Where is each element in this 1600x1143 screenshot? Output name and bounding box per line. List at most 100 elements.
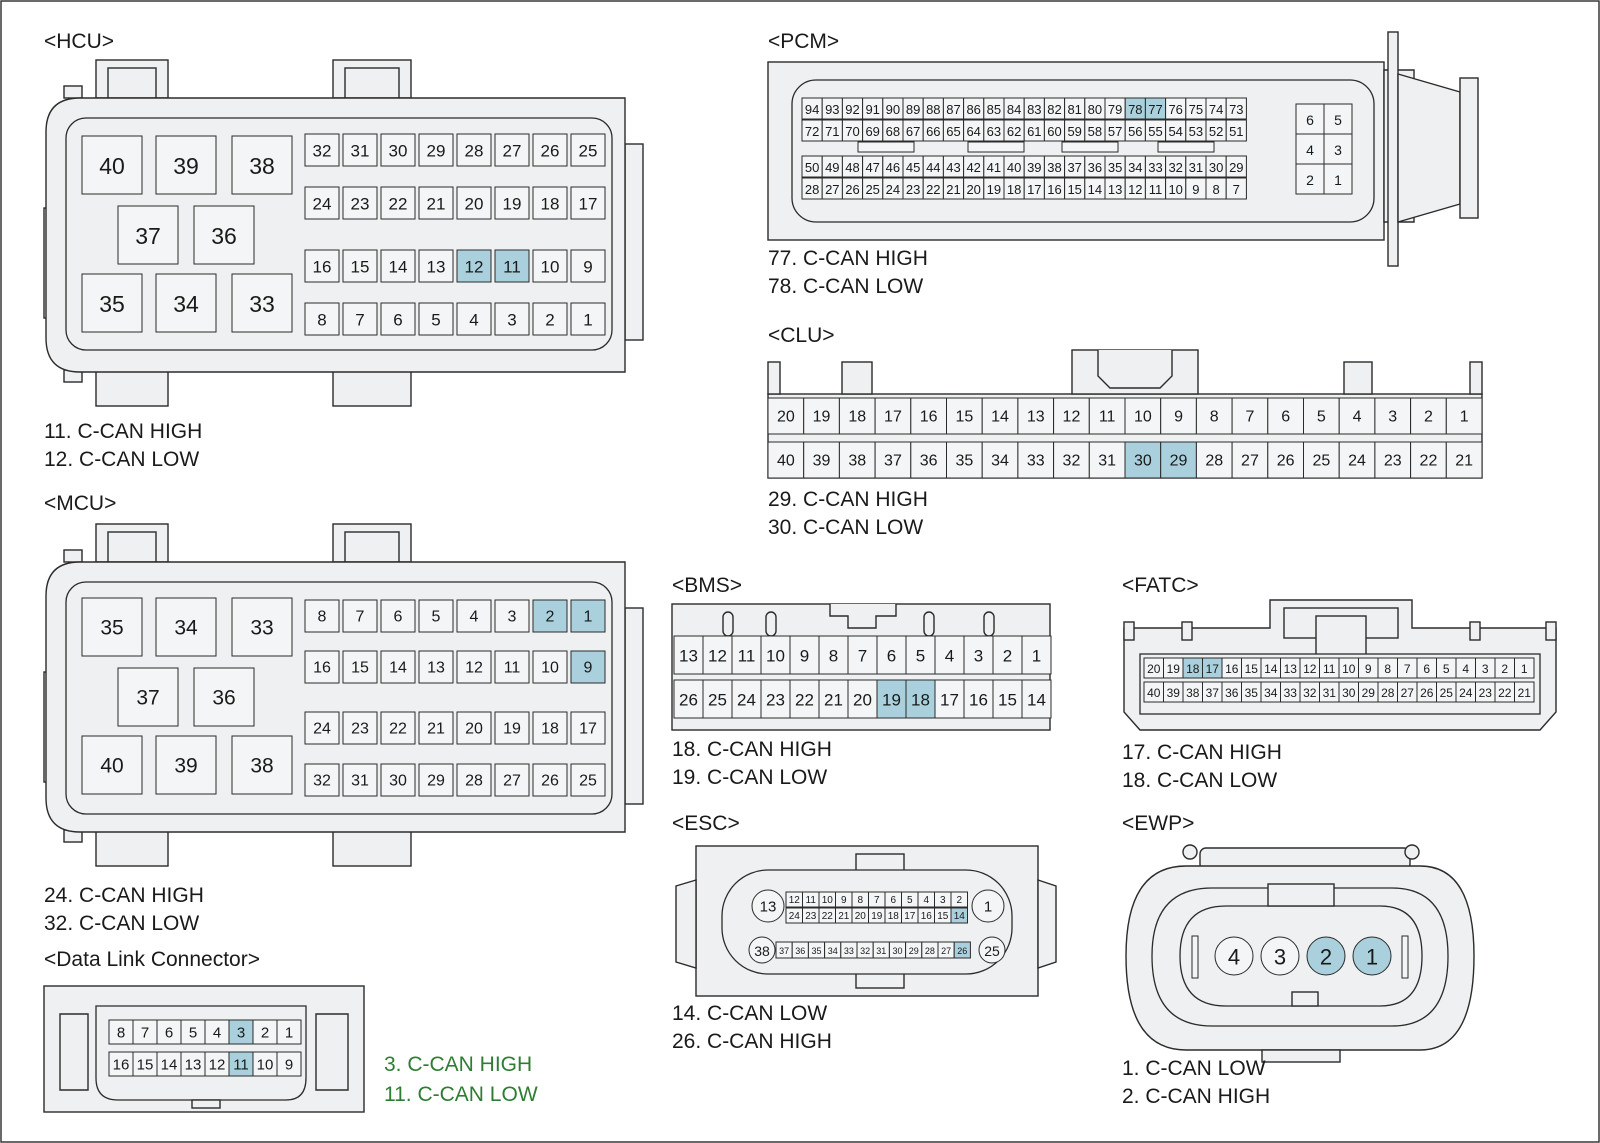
mcu-pin-23: 23 <box>342 711 378 745</box>
hcu-pin-36: 36 <box>193 205 255 265</box>
pcm-pin-83: 83 <box>1023 97 1045 120</box>
hcu-title: <HCU> <box>44 30 114 53</box>
svg-text:34: 34 <box>991 453 1009 470</box>
dlc-pin-7: 7 <box>132 1019 158 1045</box>
hcu-pin-39: 39 <box>155 135 217 195</box>
mcu-top-tab-right-inner <box>344 531 400 563</box>
svg-text:29: 29 <box>1229 160 1243 175</box>
pcm-pin-64: 64 <box>963 119 985 142</box>
hcu-pin-21: 21 <box>418 186 454 220</box>
bms-pin-25: 25 <box>702 679 733 719</box>
esc-pin-14: 14 <box>950 907 968 924</box>
mcu-top-tab-left-inner <box>107 531 157 563</box>
fatc-pin-22: 22 <box>1494 681 1515 703</box>
svg-text:37: 37 <box>779 946 789 956</box>
mcu-pin-38: 38 <box>231 735 293 795</box>
dlc-pin-3: 3 <box>228 1019 254 1045</box>
pcm-separator-4 <box>1157 141 1215 153</box>
svg-text:29: 29 <box>1170 453 1188 470</box>
bms-pin-14: 14 <box>1021 679 1052 719</box>
svg-text:41: 41 <box>987 160 1001 175</box>
clu-title: <CLU> <box>768 324 835 347</box>
bms-pin-15: 15 <box>992 679 1023 719</box>
pcm-pin-89: 89 <box>902 97 924 120</box>
bms-pin-5: 5 <box>905 635 936 675</box>
svg-text:14: 14 <box>389 660 407 677</box>
svg-text:28: 28 <box>1205 453 1223 470</box>
fatc-pin-36: 36 <box>1221 681 1242 703</box>
svg-text:2: 2 <box>1501 662 1508 676</box>
svg-text:14: 14 <box>954 911 966 922</box>
svg-text:55: 55 <box>1148 124 1162 139</box>
mcu-note-1: 24. C-CAN HIGH <box>44 884 204 907</box>
fatc-pin-8: 8 <box>1377 657 1398 679</box>
pcm-title: <PCM> <box>768 30 839 53</box>
svg-text:36: 36 <box>1225 686 1239 700</box>
svg-text:32: 32 <box>1303 686 1317 700</box>
svg-text:12: 12 <box>1063 409 1081 426</box>
dlc-pin-9: 9 <box>276 1051 302 1077</box>
dlc-title: <Data Link Connector> <box>44 948 260 971</box>
clu-pin-34: 34 <box>981 441 1019 479</box>
mcu-pin-40: 40 <box>81 735 143 795</box>
clu-pin-35: 35 <box>946 441 983 479</box>
mcu-pin-2: 2 <box>532 599 568 633</box>
dlc-side-right <box>315 1013 349 1091</box>
svg-text:4: 4 <box>469 311 478 330</box>
svg-text:23: 23 <box>1384 453 1402 470</box>
pcm-pin-31: 31 <box>1185 155 1207 178</box>
fatc-pin-9: 9 <box>1358 657 1379 679</box>
mcu-pin-10: 10 <box>532 650 568 684</box>
bms-pin-26: 26 <box>673 679 704 719</box>
svg-text:19: 19 <box>871 911 883 922</box>
bms-pin-21: 21 <box>818 679 849 719</box>
esc-pin-27: 27 <box>937 941 955 959</box>
pcm-pin-68: 68 <box>882 119 904 142</box>
svg-text:27: 27 <box>503 773 521 790</box>
pcm-pin-17: 17 <box>1023 177 1045 200</box>
svg-text:13: 13 <box>185 1057 202 1074</box>
mcu-pin-27: 27 <box>494 763 530 797</box>
pcm-pin-9: 9 <box>1185 177 1207 200</box>
svg-text:3: 3 <box>1274 945 1286 970</box>
svg-text:25: 25 <box>865 182 879 197</box>
svg-text:7: 7 <box>356 609 365 626</box>
hcu-top-tab-left-inner <box>107 67 157 99</box>
pcm-pin-76: 76 <box>1165 97 1187 120</box>
esc-pin-23: 23 <box>802 907 820 924</box>
svg-text:15: 15 <box>955 409 973 426</box>
esc-pin-15: 15 <box>934 907 952 924</box>
svg-text:1: 1 <box>583 311 592 330</box>
clu-pin-39: 39 <box>803 441 840 479</box>
clu-pin-14: 14 <box>981 397 1019 435</box>
svg-text:20: 20 <box>465 195 484 214</box>
hcu-pin-3: 3 <box>494 302 530 336</box>
svg-text:2: 2 <box>546 609 555 626</box>
svg-text:3: 3 <box>507 311 516 330</box>
svg-text:42: 42 <box>966 160 980 175</box>
svg-text:23: 23 <box>766 691 785 710</box>
pcm-pin-53: 53 <box>1185 119 1207 142</box>
svg-text:12: 12 <box>465 258 484 277</box>
mcu-pin-29: 29 <box>418 763 454 797</box>
fatc-pin-11: 11 <box>1319 657 1340 679</box>
fatc-rib-3 <box>1469 621 1481 641</box>
svg-text:15: 15 <box>351 660 369 677</box>
svg-text:30: 30 <box>389 142 408 161</box>
esc-pin-16: 16 <box>917 907 935 924</box>
esc-pin-24: 24 <box>785 907 803 924</box>
svg-text:5: 5 <box>1443 662 1450 676</box>
mcu-pin-24: 24 <box>304 711 340 745</box>
svg-text:18: 18 <box>541 721 559 738</box>
ewp-key-top <box>1267 883 1335 907</box>
svg-text:7: 7 <box>1404 662 1411 676</box>
pcm-pin-85: 85 <box>983 97 1005 120</box>
pcm-pin-80: 80 <box>1084 97 1106 120</box>
svg-text:40: 40 <box>1147 686 1161 700</box>
pcm-pin-74: 74 <box>1205 97 1227 120</box>
pcm-pin-35: 35 <box>1104 155 1126 178</box>
svg-text:23: 23 <box>906 182 920 197</box>
clu-pin-17: 17 <box>874 397 912 435</box>
